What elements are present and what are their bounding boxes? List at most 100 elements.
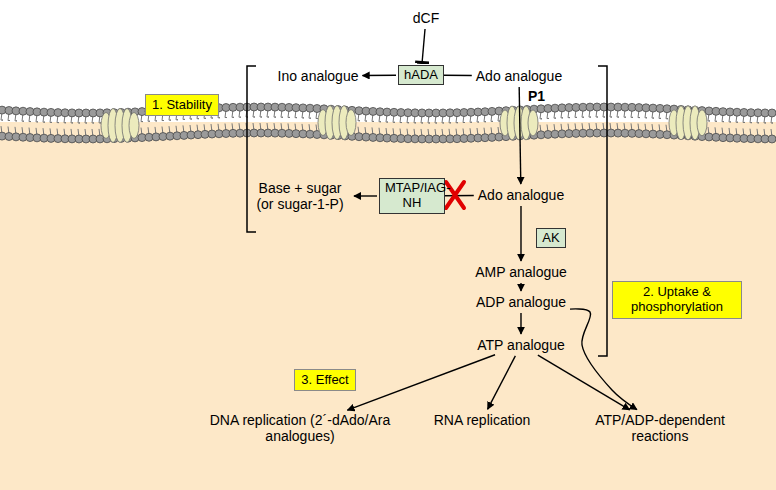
lipid-tail: [771, 115, 773, 137]
node-text: MTAP/IAG-NH: [385, 181, 439, 211]
bracket: [598, 66, 607, 356]
lipid-tail: [540, 111, 542, 133]
metabolite: ATP analogue: [475, 336, 566, 354]
process-label: ATP/ADP-dependent reactions: [593, 411, 727, 445]
node-text: Base + sugar (or sugar-1-P): [250, 180, 350, 212]
step-box: 3. Effect: [294, 369, 355, 392]
enzyme-box: MTAP/IAG-NH: [379, 178, 445, 214]
lipid-tail: [442, 115, 444, 137]
lipid-tail: [603, 109, 605, 131]
lipid-tail: [414, 115, 416, 137]
lipid-tail: [645, 110, 647, 132]
lipid-tail: [15, 113, 17, 135]
lipid-tail: [631, 109, 633, 131]
lipid-tail: [449, 115, 451, 137]
lipid-tail: [715, 113, 717, 135]
reaction-arrow: [520, 206, 521, 261]
lipid-tail: [22, 113, 24, 135]
lipid-tail: [561, 110, 563, 132]
reaction-arrow: [362, 75, 396, 77]
protein-subunit: [129, 112, 139, 138]
lipid-tail: [407, 115, 409, 137]
lipid-tail: [141, 114, 143, 136]
lipid-tail: [421, 115, 423, 137]
lipid-tail: [596, 109, 598, 131]
enzyme-box: AK: [536, 228, 565, 249]
lipid-tail: [36, 114, 38, 136]
lipid-tail: [393, 114, 395, 136]
metabolite: Ino analogue: [276, 67, 361, 85]
lipid-tail: [309, 110, 311, 132]
lipid-tail: [1, 112, 3, 134]
node-text: AMP analogue: [475, 264, 567, 280]
reaction-arrow: [570, 309, 637, 410]
lipid-tail: [638, 110, 640, 132]
bracket: [247, 66, 256, 232]
lipid-tail: [64, 115, 66, 137]
lipid-tail: [491, 113, 493, 135]
node-text: ATP analogue: [477, 337, 564, 353]
process-label: DNA replication (2´-dAdo/Ara analogues): [203, 411, 397, 445]
node-text: DNA replication (2´-dAdo/Ara analogues): [205, 412, 395, 444]
lipid-tail: [358, 113, 360, 135]
reaction-arrow: [488, 356, 516, 409]
enzyme-box: hADA: [398, 65, 444, 86]
lipid-tail: [295, 110, 297, 132]
lipid-tail: [547, 110, 549, 132]
transporter: [669, 106, 707, 140]
lipid-tail: [288, 109, 290, 131]
lipid-tail: [624, 109, 626, 131]
lipid-tail: [554, 110, 556, 132]
lipid-tail: [568, 110, 570, 132]
inhibitor-label: dCF: [411, 9, 441, 27]
lipid-tail: [253, 109, 255, 131]
reaction-arrow: [444, 75, 472, 77]
node-text: ADP analogue: [476, 294, 566, 310]
lipid-tail: [239, 109, 241, 131]
node-text: hADA: [404, 68, 438, 83]
node-text: RNA replication: [434, 412, 531, 428]
lipid-tail: [456, 115, 458, 137]
lipid-tail: [232, 109, 234, 131]
node-text: 3. Effect: [301, 373, 348, 388]
lipid-tail: [729, 114, 731, 136]
reaction-arrow: [519, 87, 521, 184]
lipid-tail: [85, 115, 87, 137]
red-cross: [446, 182, 464, 208]
lipid-tail: [659, 110, 661, 132]
step-box: 1. Stability: [145, 94, 219, 117]
lipid-tail: [435, 115, 437, 137]
lipid-tail: [8, 112, 10, 134]
lipid-tail: [372, 113, 374, 135]
inhibition-line: [422, 29, 425, 63]
metabolite: Ado analogue: [474, 67, 564, 85]
lipid-tail: [365, 113, 367, 135]
lipid-tail: [267, 109, 269, 131]
step-box: 2. Uptake & phosphorylation: [612, 281, 742, 319]
reaction-arrow: [520, 313, 521, 334]
protein-subunit: [346, 110, 356, 136]
node-text: 1. Stability: [152, 98, 212, 113]
lipid-tail: [50, 114, 52, 136]
lipid-tail: [484, 114, 486, 136]
lipid-tail: [148, 113, 150, 135]
lipid-tail: [463, 115, 465, 137]
lipid-tail: [743, 114, 745, 136]
lipid-tail: [764, 115, 766, 137]
lipid-tail: [666, 111, 668, 133]
lipid-tail: [386, 114, 388, 136]
transporter: [101, 108, 139, 142]
reaction-arrow: [347, 355, 495, 410]
lipid-tail: [708, 113, 710, 135]
transporter: [318, 106, 356, 140]
reaction-arrow: [354, 195, 377, 196]
metabolite: Ado analogue: [476, 186, 566, 204]
node-text: Ado analogue: [478, 187, 564, 203]
lipid-tail: [260, 109, 262, 131]
blocked-mark: [446, 182, 464, 208]
node-text: Ino analogue: [278, 68, 359, 84]
lipid-tail: [302, 110, 304, 132]
lipid-tail: [428, 115, 430, 137]
node-text: ATP/ADP-dependent reactions: [595, 412, 725, 444]
